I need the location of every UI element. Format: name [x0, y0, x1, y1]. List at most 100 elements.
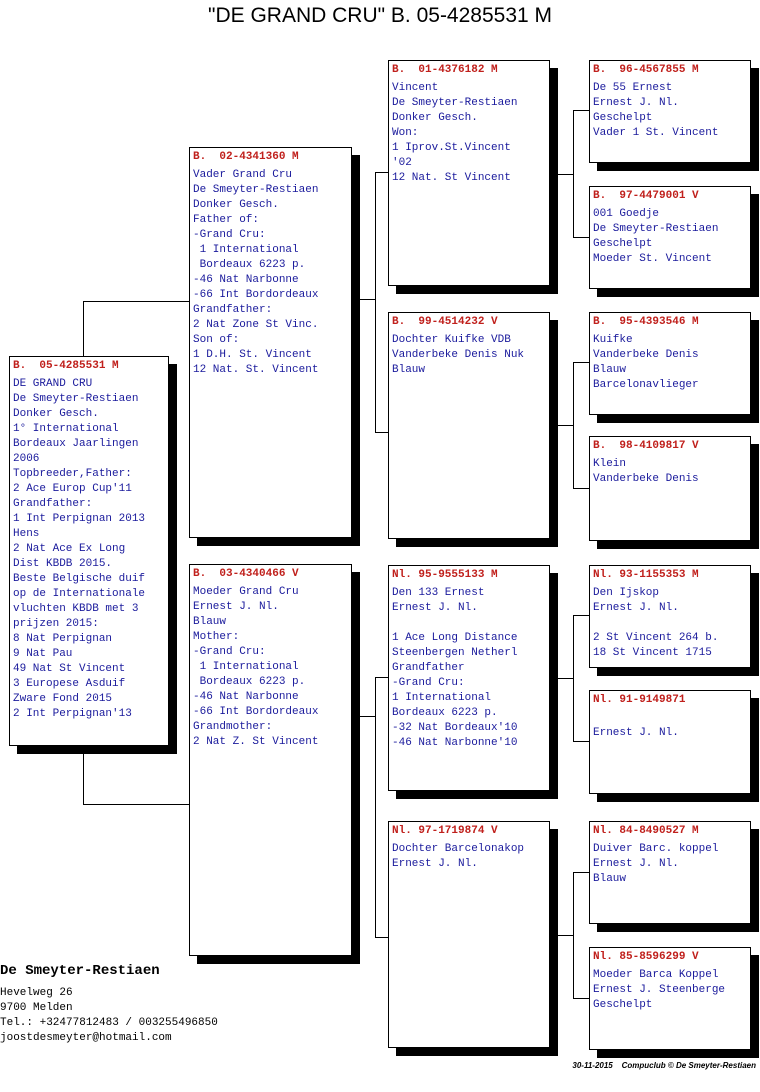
connector-line	[375, 677, 388, 678]
pigeon-card-ssd: B. 97-4479001 V 001 Goedje De Smeyter-Rest…	[589, 186, 751, 289]
pigeon-info-line: Moeder St. Vincent	[593, 253, 712, 265]
connector-line	[550, 174, 573, 175]
pigeon-info-line: -32 Nat Bordeaux'10	[392, 722, 518, 734]
pigeon-info-line: De Smeyter-Restiaen	[392, 97, 518, 109]
pigeon-info-line: 18 St Vincent 1715	[593, 647, 712, 659]
pigeon-info-line: 2 Ace Europ Cup'11	[13, 483, 132, 495]
connector-line	[550, 935, 573, 936]
pigeon-info-line: Geschelpt	[593, 238, 653, 250]
pigeon-info-line: Bordeaux 6223 p.	[193, 676, 306, 688]
pigeon-info-line: -46 Nat Narbonne'10	[392, 737, 518, 749]
pigeon-info-line: Vanderbeke Denis	[593, 349, 699, 361]
pigeon-info-line: -66 Int Bordordeaux	[193, 706, 319, 718]
pigeon-info-line: Vader 1 St. Vincent	[593, 127, 719, 139]
pigeon-info-line: De Smeyter-Restiaen	[193, 184, 319, 196]
connector-line	[573, 488, 589, 489]
ring-number: Nl. 85-8596299 V	[593, 951, 699, 963]
pigeon-info-line: Ernest J. Nl.	[392, 602, 478, 614]
pigeon-info-line	[593, 616, 747, 631]
pigeon-info-line: 2 St Vincent 264 b.	[593, 632, 719, 644]
ring-number: B. 97-4479001 V	[593, 190, 699, 202]
connector-line	[83, 301, 189, 302]
ring-number: B. 96-4567855 M	[593, 64, 699, 76]
pigeon-info-line: Donker Gesch.	[13, 408, 99, 420]
pigeon-info-line: 12 Nat. St Vincent	[392, 172, 511, 184]
pigeon-info-line: 1 Int Perpignan 2013	[13, 513, 146, 525]
pigeon-info-line: 3 Europese Asduif	[13, 678, 126, 690]
page-title: "DE GRAND CRU" B. 05-4285531 M	[207, 4, 553, 27]
pigeon-info-line: 1 D.H. St. Vincent	[193, 349, 312, 361]
pigeon-info-line: Mother:	[193, 631, 240, 643]
pigeon-info-line: 1 Iprov.St.Vincent	[392, 142, 511, 154]
ring-number: Nl. 84-8490527 M	[593, 825, 699, 837]
pigeon-info-line: Grandfather	[392, 662, 465, 674]
connector-line	[573, 237, 589, 238]
connector-line	[573, 741, 589, 742]
pigeon-info-line: 8 Nat Perpignan	[13, 633, 113, 645]
email: joostdesmeyter@hotmail.com	[0, 1032, 172, 1044]
pigeon-info-line: 1 International	[193, 661, 299, 673]
pigeon-info-line: 2006	[13, 453, 40, 465]
pigeon-info-line: 1° International	[13, 423, 119, 435]
connector-line	[573, 362, 574, 488]
pigeon-info-line: 001 Goedje	[593, 208, 660, 220]
address-street: Hevelweg 26	[0, 987, 73, 999]
pigeon-info-line: 2 Nat Ace Ex Long	[13, 543, 126, 555]
pigeon-info-line: Grandfather:	[193, 304, 273, 316]
pigeon-info-line: Barcelonavlieger	[593, 379, 699, 391]
pigeon-info-line: De Smeyter-Restiaen	[593, 223, 719, 235]
pigeon-info-line: 1 International	[392, 692, 492, 704]
pigeon-info-line: Dochter Kuifke VDB	[392, 334, 511, 346]
pigeon-info-line: Klein	[593, 458, 627, 470]
owner-address: Hevelweg 26 9700 Melden Tel.: +324778124…	[0, 986, 218, 1046]
pigeon-info-line: 1 Ace Long Distance	[392, 632, 518, 644]
pigeon-info-line: Bordeaux 6223 p.	[392, 707, 498, 719]
pigeon-info-line: Blauw	[193, 616, 227, 628]
pigeon-info-line: -Grand Cru:	[193, 646, 266, 658]
pigeon-info-line: Blauw	[392, 364, 426, 376]
ring-number: B. 03-4340466 V	[193, 568, 299, 580]
connector-line	[550, 425, 573, 426]
ring-number: Nl. 97-1719874 V	[392, 825, 498, 837]
pigeon-info-line: -66 Int Bordordeaux	[193, 289, 319, 301]
pigeon-info-line: prijzen 2015:	[13, 618, 99, 630]
pigeon-info-line: Topbreeder,Father:	[13, 468, 132, 480]
pigeon-info-line: Vincent	[392, 82, 439, 94]
pigeon-info-line: Bordeaux 6223 p.	[193, 259, 306, 271]
connector-line	[375, 937, 388, 938]
address-city: 9700 Melden	[0, 1002, 73, 1014]
pigeon-info-line: DE GRAND CRU	[13, 378, 93, 390]
phone: Tel.: +32477812483 / 003255496850	[0, 1017, 218, 1029]
pigeon-info-line: Geschelpt	[593, 999, 653, 1011]
pigeon-info-line: De Smeyter-Restiaen	[13, 393, 139, 405]
pigeon-info-line: 2 Nat Z. St Vincent	[193, 736, 319, 748]
pigeon-info-line: 2 Nat Zone St Vinc.	[193, 319, 319, 331]
pigeon-info-line: vluchten KBDB met 3	[13, 603, 139, 615]
pigeon-info-line: Ernest J. Steenberge	[593, 984, 726, 996]
pigeon-info-line: Geschelpt	[593, 112, 653, 124]
connector-line	[83, 301, 84, 356]
connector-line	[375, 172, 376, 432]
pigeon-info-line: Vanderbeke Denis	[593, 473, 699, 485]
pigeon-info-line: 1 International	[193, 244, 299, 256]
connector-line	[573, 615, 589, 616]
pigeon-info-line: Dist KBDB 2015.	[13, 558, 113, 570]
pigeon-info-line: Zware Fond 2015	[13, 693, 113, 705]
pigeon-info-line: Den Ijskop	[593, 587, 660, 599]
footer-credit: 30-11-2015 Compuclub © De Smeyter-Restia…	[572, 1061, 756, 1070]
pigeon-info-line: -46 Nat Narbonne	[193, 274, 299, 286]
pigeon-info-line: Blauw	[593, 364, 627, 376]
pigeon-info-line: Den 133 Ernest	[392, 587, 485, 599]
pigeon-info-line: Ernest J. Nl.	[593, 727, 679, 739]
